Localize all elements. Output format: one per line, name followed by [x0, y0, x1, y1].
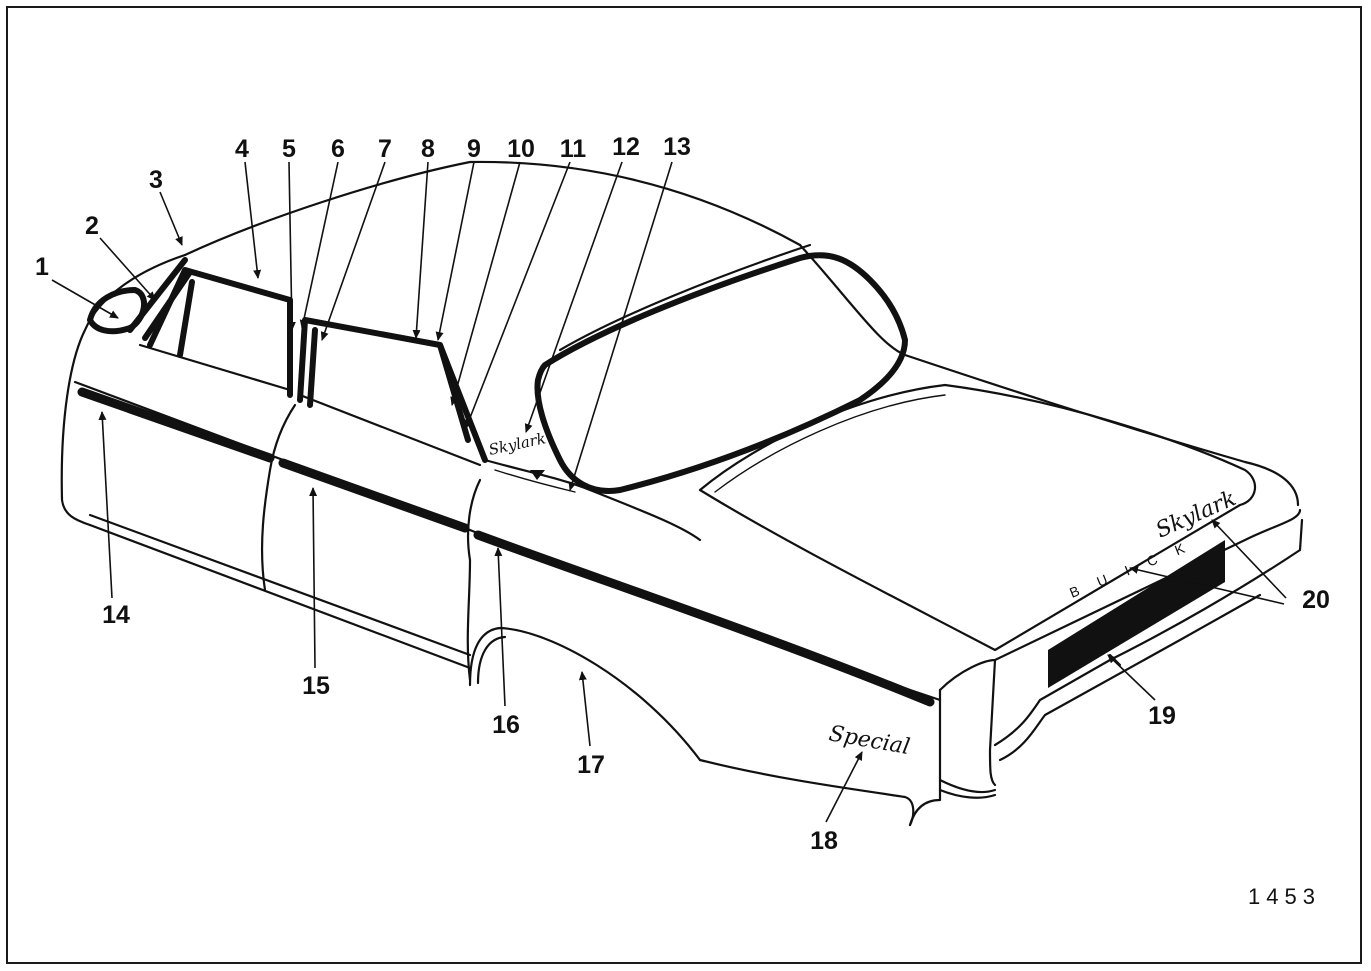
diagram-frame — [6, 6, 1362, 964]
quarter-special-script: Special — [827, 721, 912, 760]
leader-lines — [51, 161, 1287, 823]
callout-16: 16 — [492, 711, 520, 739]
callout-12: 12 — [612, 133, 640, 161]
callout-18: 18 — [810, 827, 838, 855]
callout-1: 1 — [35, 253, 49, 281]
callout-9: 9 — [467, 135, 481, 163]
callout-17: 17 — [577, 751, 605, 779]
callout-15: 15 — [302, 672, 330, 700]
cowl-skylark-emblem: Skylark — [487, 429, 547, 459]
callout-20: 20 — [1302, 586, 1330, 614]
callouts: 1 2 3 4 5 6 7 8 9 10 11 12 13 14 15 16 1… — [35, 133, 1330, 855]
callout-4: 4 — [235, 135, 249, 163]
emblems: Skylark BUICK Skylark Special — [487, 429, 1240, 760]
callout-14: 14 — [102, 601, 130, 629]
car-body — [60, 160, 1304, 827]
callout-2: 2 — [85, 212, 99, 240]
side-moldings — [77, 387, 935, 707]
callout-8: 8 — [421, 135, 435, 163]
callout-5: 5 — [282, 135, 296, 163]
callout-6: 6 — [331, 135, 345, 163]
callout-13: 13 — [663, 133, 691, 161]
callout-19: 19 — [1148, 702, 1176, 730]
cowl-emblem-marker — [530, 470, 545, 480]
callout-7: 7 — [378, 135, 392, 163]
callout-10: 10 — [507, 135, 535, 163]
callout-11: 11 — [560, 135, 587, 163]
figure-number: 1453 — [1248, 884, 1321, 909]
callout-3: 3 — [149, 166, 163, 194]
